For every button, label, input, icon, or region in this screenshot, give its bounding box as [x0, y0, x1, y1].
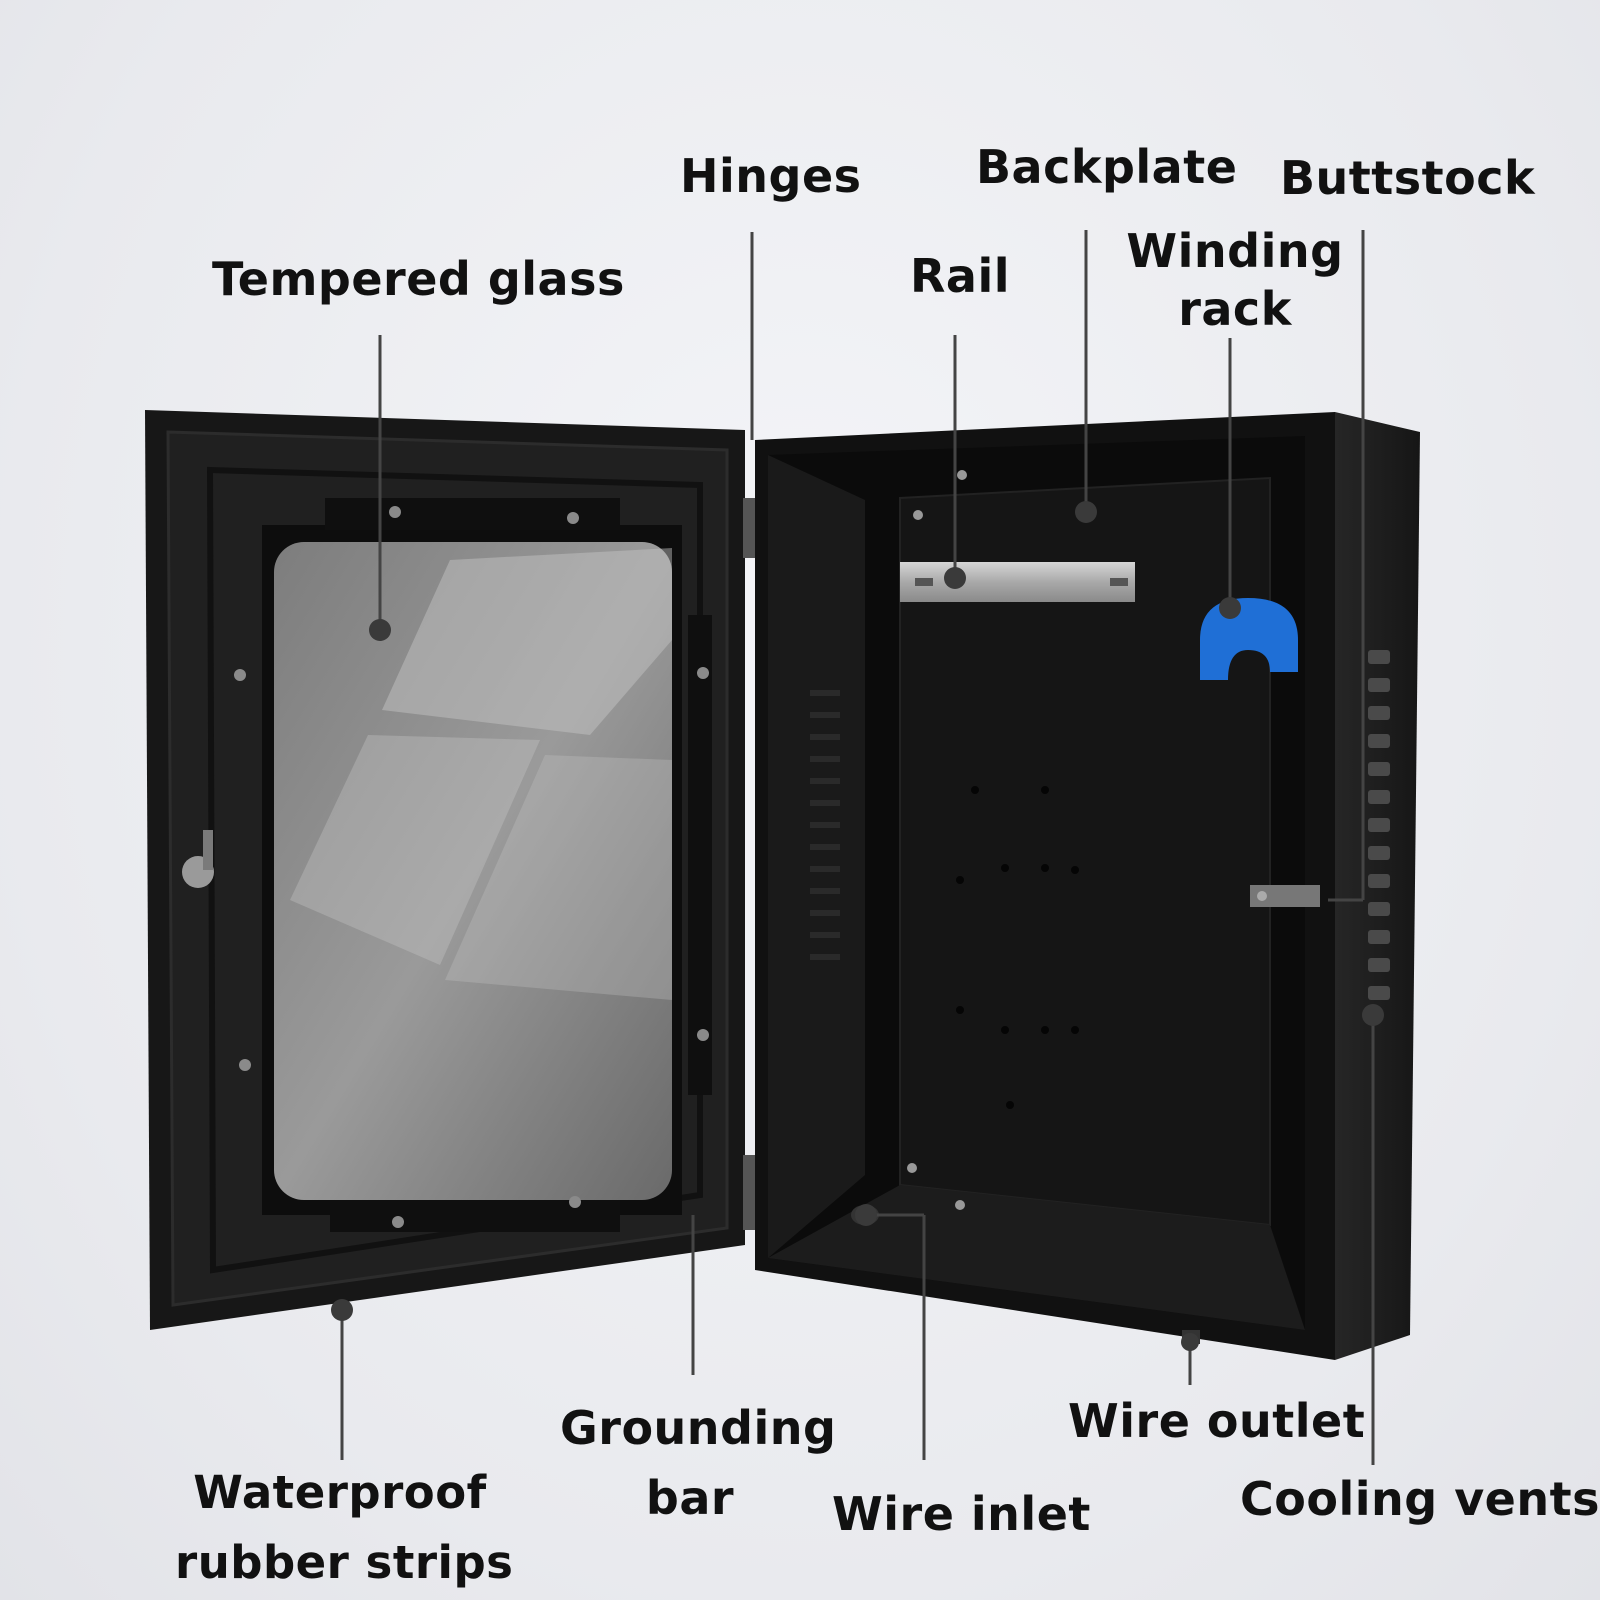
screw	[392, 1216, 404, 1228]
label-grounding-bar: Grounding bar	[560, 1393, 837, 1533]
screw	[955, 1200, 965, 1210]
screw	[234, 669, 246, 681]
dot-rail	[944, 567, 966, 589]
label-tempered-glass: Tempered glass	[212, 252, 625, 306]
screw	[957, 470, 967, 480]
winding-rack	[1200, 598, 1298, 680]
dot-cooling-vents	[1362, 1004, 1384, 1026]
dot-tempered-glass	[369, 619, 391, 641]
label-waterproof-line1: Waterproof	[193, 1466, 487, 1519]
screw	[569, 1196, 581, 1208]
screw	[697, 667, 709, 679]
glass-reflection	[290, 735, 540, 965]
label-waterproof-line2: rubber strips	[175, 1536, 514, 1589]
screw	[239, 1059, 251, 1071]
screw	[1257, 891, 1267, 901]
tempered-glass-pane	[274, 542, 672, 1200]
label-winding-rack: Winding rack	[1125, 222, 1345, 338]
cooling-vents	[1368, 650, 1390, 1000]
cabinet-body	[755, 412, 1420, 1360]
label-rail: Rail	[910, 249, 1010, 303]
glass-reflection	[445, 755, 672, 1000]
leader-lines	[340, 230, 1375, 1465]
label-winding-rack-line2: rack	[1178, 282, 1292, 336]
dot-winding-rack	[1219, 597, 1241, 619]
glass-bracket	[688, 615, 712, 1095]
screw	[567, 512, 579, 524]
grounding-bracket	[1250, 885, 1320, 907]
rail-slot	[915, 578, 933, 586]
din-rail	[900, 562, 1135, 602]
label-buttstock: Buttstock	[1280, 151, 1536, 205]
dot-waterproof	[331, 1299, 353, 1321]
door	[145, 410, 745, 1330]
label-cooling-vents: Cooling vents	[1240, 1472, 1600, 1526]
label-grounding-line1: Grounding	[560, 1401, 837, 1455]
label-wire-outlet: Wire outlet	[1068, 1394, 1366, 1448]
label-grounding-line2: bar	[645, 1471, 735, 1525]
lock-handle	[203, 830, 213, 870]
rail-slot	[1110, 578, 1128, 586]
screw	[907, 1163, 917, 1173]
label-hinges: Hinges	[680, 149, 862, 203]
screw	[913, 510, 923, 520]
label-waterproof-rubber-strips: Waterproof rubber strips	[175, 1458, 514, 1598]
backplate-holes	[956, 786, 1079, 1109]
dot-backplate	[1075, 501, 1097, 523]
label-wire-inlet: Wire inlet	[832, 1487, 1091, 1541]
leader-dots	[331, 501, 1384, 1351]
screw	[389, 506, 401, 518]
screw	[697, 1029, 709, 1041]
dot-wire-outlet	[1181, 1333, 1199, 1351]
interior-vents	[810, 690, 840, 960]
glass-reflection	[382, 548, 672, 735]
label-backplate: Backplate	[976, 140, 1238, 194]
label-winding-rack-line1: Winding	[1126, 224, 1344, 278]
dot-wire-inlet	[855, 1204, 877, 1226]
